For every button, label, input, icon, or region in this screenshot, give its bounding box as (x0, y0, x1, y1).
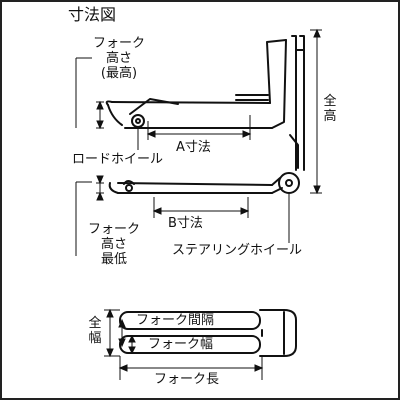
dim-b-line (152, 197, 250, 218)
overall-height-label: 全高 (323, 94, 337, 124)
load-wheel-label: ロードホイール (72, 152, 164, 167)
linkage-upper (129, 98, 179, 115)
lowered-fork-outline (108, 177, 283, 194)
raised-fork-outline (105, 39, 287, 129)
fork-spacing-dimension (118, 318, 126, 348)
fork-height-max-line3: (最高) (100, 66, 138, 81)
steering-wheel-hub (285, 179, 293, 187)
steering-wheel (278, 172, 300, 194)
dim-b-label: B寸法 (168, 216, 203, 231)
fork-height-min-line1: フォーク (87, 222, 140, 237)
load-wheel-upper (131, 114, 145, 128)
fork-length-dimension (118, 356, 264, 380)
fork-height-min-line3: 最低 (100, 252, 127, 267)
handle-mast (289, 35, 305, 171)
fork-width-label: フォーク幅 (148, 337, 214, 352)
dim-a-label: A寸法 (176, 140, 211, 155)
overall-width-label: 全幅 (88, 316, 102, 346)
fork-height-max-dimension (75, 57, 104, 130)
fork-spacing-label: フォーク間隔 (136, 313, 215, 328)
fork-height-max-line1: フォーク (92, 36, 145, 51)
fork-height-min-label: フォーク 高さ 最低 (84, 222, 144, 267)
diagram-title: 寸法図 (68, 5, 117, 24)
fork-height-max-label: フォーク 高さ (最高) (84, 36, 154, 81)
load-wheel-lower (125, 184, 133, 192)
load-wheel-upper-hub (135, 118, 141, 124)
fork-height-max-line2: 高さ (105, 51, 132, 66)
overall-height-dimension (310, 28, 322, 195)
overall-width-dimension (104, 308, 120, 358)
fork-width-dimension (128, 334, 136, 355)
dim-a-line (146, 115, 252, 140)
fork-height-min-line2: 高さ (100, 237, 127, 252)
fork-length-label: フォーク長 (154, 372, 220, 387)
fork-top-view (119, 309, 297, 357)
steering-wheel-label: ステアリングホイール (172, 243, 303, 258)
fork-height-min-dimension (75, 175, 104, 256)
